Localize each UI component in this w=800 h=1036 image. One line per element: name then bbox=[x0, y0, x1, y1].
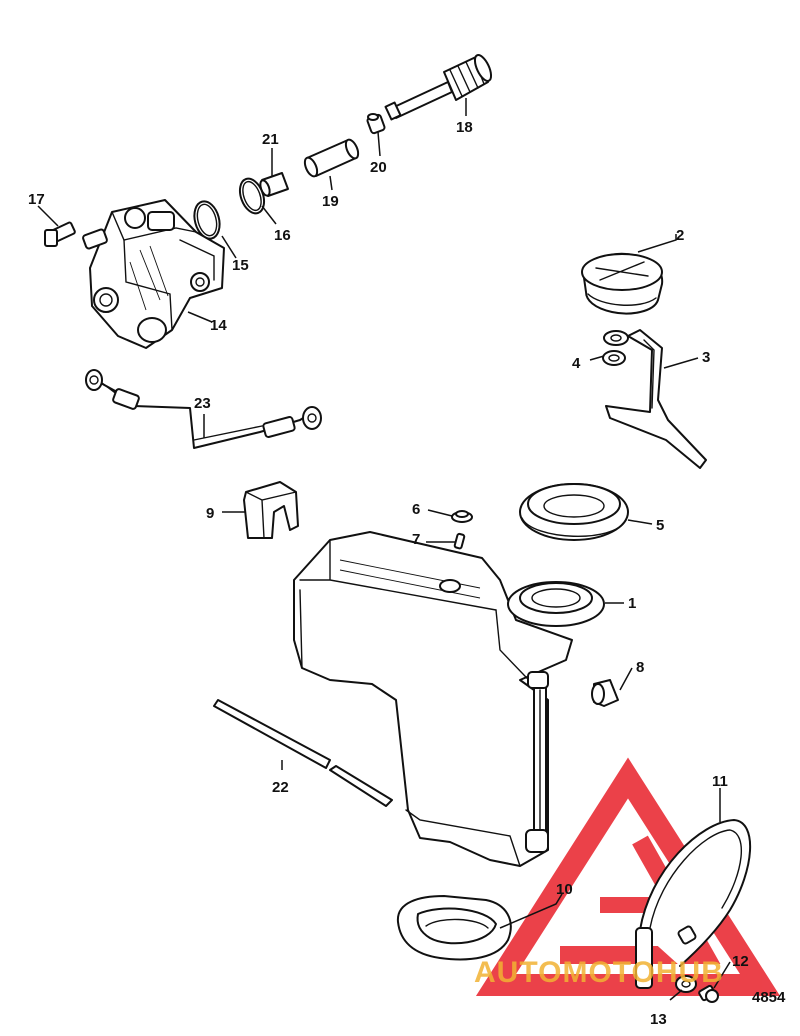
part-11-strap bbox=[635, 819, 752, 989]
part-22-hose bbox=[213, 699, 393, 807]
callout-4: 4 bbox=[572, 355, 581, 372]
part-13-washer bbox=[675, 975, 697, 993]
part-4-washers bbox=[602, 330, 629, 366]
part-19-coupler bbox=[303, 138, 360, 178]
part-17-bolt bbox=[44, 221, 76, 247]
part-7-fitting bbox=[453, 532, 466, 550]
figure-number: 4854 bbox=[752, 989, 786, 1006]
callout-6: 6 bbox=[412, 501, 420, 518]
part-10-mount-pad bbox=[396, 895, 512, 961]
callout-23: 23 bbox=[194, 395, 211, 412]
part-14-oil-pump bbox=[82, 199, 225, 349]
part-8-grommet bbox=[591, 679, 619, 707]
callout-14: 14 bbox=[210, 317, 227, 334]
callouts: 1 2 3 4 5 6 7 8 9 10 11 12 13 14 15 16 1… bbox=[28, 119, 786, 1028]
callout-16: 16 bbox=[274, 227, 291, 244]
part-16-o-ring bbox=[238, 177, 266, 215]
part-20-fitting bbox=[366, 113, 386, 135]
callout-20: 20 bbox=[370, 159, 387, 176]
part-6-vent-cap bbox=[451, 510, 473, 523]
leader-lines bbox=[37, 98, 731, 1001]
callout-7: 7 bbox=[412, 531, 420, 548]
callout-2: 2 bbox=[676, 227, 684, 244]
callout-22: 22 bbox=[272, 779, 289, 796]
callout-11: 11 bbox=[712, 773, 728, 790]
part-2-filler-cap bbox=[581, 252, 664, 315]
part-16-o-ring-inner bbox=[242, 180, 262, 212]
callout-1: 1 bbox=[628, 595, 636, 612]
callout-5: 5 bbox=[656, 517, 664, 534]
callout-10: 10 bbox=[556, 881, 573, 898]
callout-12: 12 bbox=[732, 953, 749, 970]
callout-19: 19 bbox=[322, 193, 339, 210]
callout-13: 13 bbox=[650, 1011, 667, 1028]
part-3-bracket bbox=[605, 329, 707, 469]
callout-21: 21 bbox=[262, 131, 279, 148]
part-5-filler-neck-seal bbox=[519, 483, 629, 541]
watermark-text: AUTOMOTOHUB bbox=[474, 956, 724, 989]
callout-15: 15 bbox=[232, 257, 249, 274]
callout-9: 9 bbox=[206, 505, 214, 522]
part-12-screw bbox=[698, 984, 719, 1003]
callout-17: 17 bbox=[28, 191, 45, 208]
callout-8: 8 bbox=[636, 659, 644, 676]
part-18-drive-gear-shaft bbox=[384, 54, 493, 121]
part-9-retainer-clip bbox=[243, 481, 299, 539]
part-1-oil-tank bbox=[293, 531, 605, 867]
part-23-link-rod bbox=[85, 369, 322, 449]
part-15-o-ring-inner bbox=[196, 203, 218, 237]
callout-18: 18 bbox=[456, 119, 473, 136]
callout-3: 3 bbox=[702, 349, 710, 366]
